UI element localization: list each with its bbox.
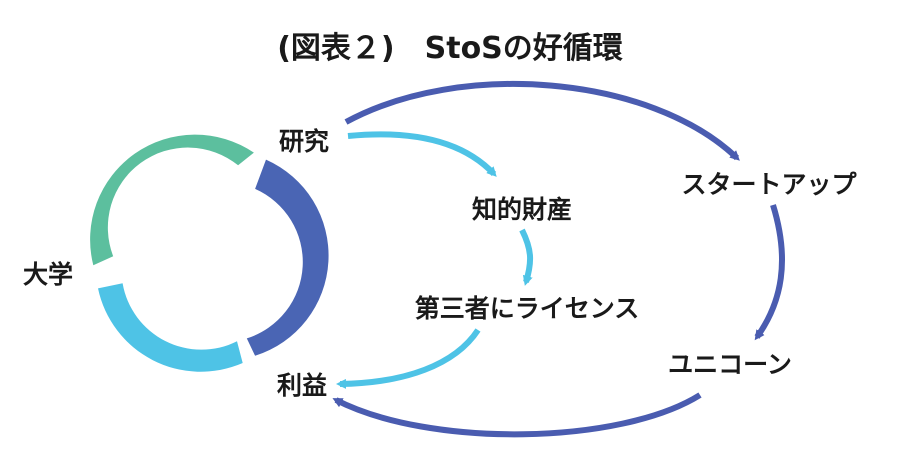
label-university: 大学 (23, 260, 73, 289)
label-research: 研究 (279, 127, 329, 156)
arrow-research-to-ip (347, 131, 497, 177)
label-unicorn: ユニコーン (668, 350, 792, 379)
cycle-ring (90, 134, 329, 372)
arrow-license-to-profit (336, 328, 481, 389)
arrow-ip-to-license (519, 228, 534, 286)
ring-segment-profit (98, 283, 243, 372)
ring-segment-university (90, 134, 254, 266)
label-third-party-license: 第三者にライセンス (415, 294, 640, 323)
label-profit: 利益 (277, 371, 327, 400)
diagram-title: (図表２) StoSの好循環 (277, 31, 624, 66)
arrow-research-to-startup (344, 81, 740, 161)
label-intellectual-property: 知的財産 (472, 195, 572, 224)
arrow-startup-to-unicorn (754, 204, 785, 341)
arrow-unicorn-to-profit (332, 392, 702, 438)
ring-segment-research (246, 159, 329, 356)
label-startup: スタートアップ (681, 170, 857, 199)
